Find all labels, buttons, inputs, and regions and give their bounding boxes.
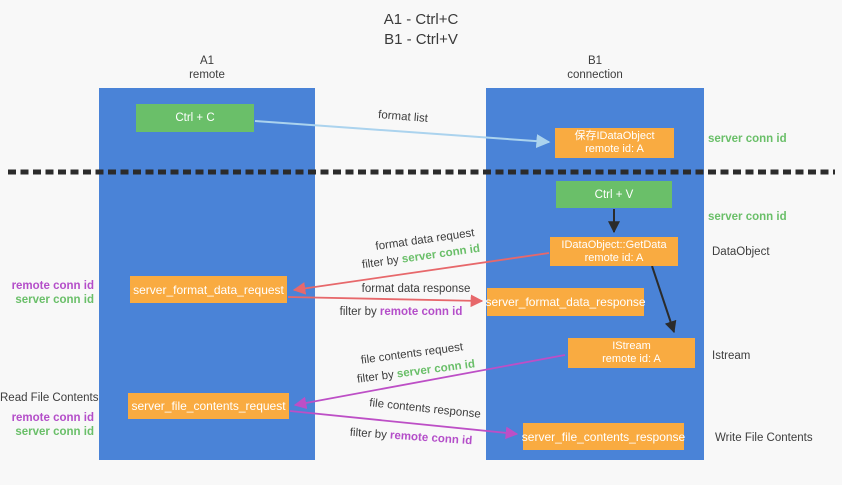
title-line-2: B1 - Ctrl+V [384, 31, 458, 48]
lane-a1-name: A1 [199, 55, 215, 67]
node-idataobject-getdata: IDataObject::GetData remote id: A [550, 237, 678, 266]
lane-b1-header: B1 connection [486, 54, 704, 82]
side-label-server-conn-id-left-1: server conn id [15, 294, 94, 306]
filter-by-text: filter by [339, 306, 380, 318]
title-line-1: A1 - Ctrl+C [383, 11, 459, 28]
side-label-server-conn-id-mid: server conn id [708, 211, 787, 223]
node-ctrl-c: Ctrl + C [136, 104, 254, 132]
edge-label-filter-by-remote-1: filter by remote conn id [340, 306, 463, 318]
side-label-remote-conn-id-left-2: remote conn id [11, 412, 94, 424]
page-title: A1 - Ctrl+C B1 - Ctrl+V [0, 10, 842, 50]
side-label-istream: Istream [712, 350, 751, 362]
side-label-remote-conn-id-left-1: remote conn id [11, 280, 94, 292]
node-idataobject-getdata-line1: IDataObject::GetData [561, 238, 667, 251]
edge-label-filter-by-remote-2: filter by remote conn id [349, 427, 472, 448]
filter-by-text: filter by [361, 253, 403, 272]
side-label-server-conn-id-left-2: server conn id [15, 426, 94, 438]
node-server-file-contents-response-label: server_file_contents_response [521, 429, 686, 444]
side-label-server-conn-id-top: server conn id [708, 133, 787, 145]
node-server-file-contents-request: server_file_contents_request [128, 393, 289, 419]
node-istream-line2: remote id: A [602, 353, 661, 365]
side-label-dataobject: DataObject [712, 246, 770, 258]
node-server-format-data-request-label: server_format_data_request [133, 282, 284, 297]
node-ctrl-c-label: Ctrl + C [175, 112, 215, 124]
side-label-read-file-contents: Read File Contents [0, 392, 99, 404]
node-istream-line1: IStream [612, 340, 651, 352]
filter-by-text: filter by [356, 368, 398, 386]
server-conn-id-text: server conn id [396, 358, 476, 381]
arrow-format-data-response [287, 294, 484, 308]
node-server-format-data-response: server_format_data_response [485, 288, 646, 316]
node-server-format-data-request: server_format_data_request [130, 276, 287, 303]
edge-label-file-contents-response: file contents response [368, 397, 482, 421]
edge-label-format-list: format list [377, 109, 429, 125]
lane-a1-role: remote [189, 69, 225, 81]
node-ctrl-v: Ctrl + V [556, 181, 672, 208]
lane-a1-header: A1 remote [99, 54, 315, 82]
node-istream: IStream remote id: A [568, 338, 695, 368]
remote-conn-id-text: remote conn id [389, 429, 473, 448]
node-server-format-data-response-label: server_format_data_response [485, 295, 646, 309]
side-label-write-file-contents: Write File Contents [715, 432, 813, 444]
node-idataobject-getdata-line2: remote id: A [584, 251, 644, 264]
node-ctrl-v-label: Ctrl + V [594, 188, 634, 201]
node-server-file-contents-request-label: server_file_contents_request [131, 399, 286, 413]
remote-conn-id-text: remote conn id [379, 306, 463, 318]
lane-b1-name: B1 [587, 55, 603, 67]
node-save-idataobject-line1: 保存IDataObject [574, 130, 655, 142]
filter-by-text: filter by [349, 426, 391, 442]
node-save-idataobject: 保存IDataObject remote id: A [555, 128, 674, 158]
node-save-idataobject-line2: remote id: A [585, 143, 644, 155]
node-server-file-contents-response: server_file_contents_response [521, 423, 686, 450]
lane-b1-role: connection [567, 69, 623, 81]
edge-label-format-data-response: format data response [361, 283, 471, 295]
